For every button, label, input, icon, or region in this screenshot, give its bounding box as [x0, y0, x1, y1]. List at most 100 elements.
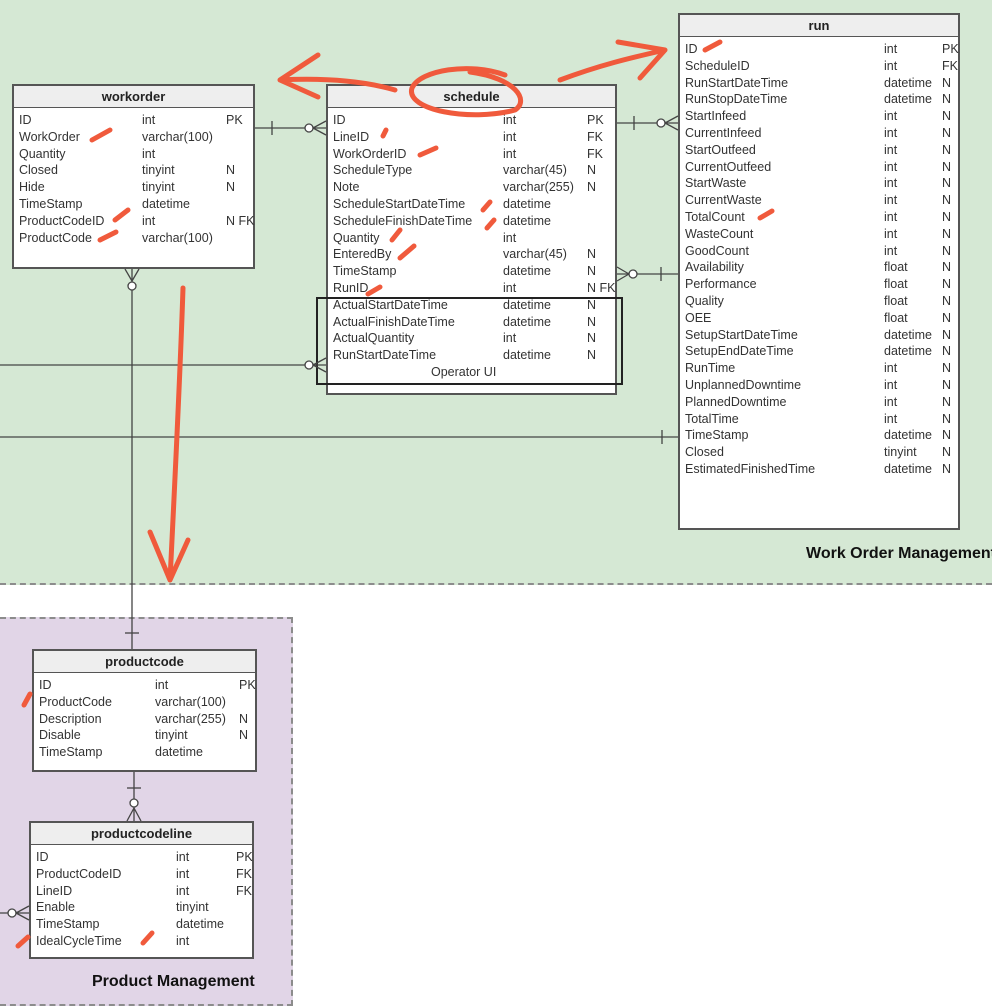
- column-flags: N: [942, 327, 952, 342]
- column-name: StartOutfeed: [685, 142, 756, 157]
- column-name: WorkOrder: [19, 129, 80, 144]
- column-name: SetupStartDateTime: [685, 327, 798, 342]
- column-type: varchar(255): [503, 180, 574, 195]
- column-flags: N: [942, 75, 952, 90]
- entity-title[interactable]: schedule: [328, 86, 615, 108]
- column-flags: FK: [236, 866, 252, 881]
- entity-title[interactable]: productcode: [34, 651, 255, 673]
- column-name: CurrentOutfeed: [685, 159, 772, 174]
- column-flags: N: [942, 176, 952, 191]
- column-flags: N: [587, 264, 597, 279]
- column-name: Availability: [685, 260, 744, 275]
- column-name: TimeStamp: [685, 428, 749, 443]
- column-name: PlannedDowntime: [685, 394, 787, 409]
- column-flags: N: [942, 226, 952, 241]
- entity-title[interactable]: workorder: [14, 86, 253, 108]
- entity-title[interactable]: productcodeline: [31, 823, 252, 845]
- column-type: int: [176, 883, 190, 898]
- column-name: ID: [333, 113, 346, 127]
- column-type: datetime: [142, 196, 190, 211]
- column-type: datetime: [503, 297, 551, 312]
- column-flags: N: [587, 314, 597, 329]
- column-name: ProductCodeID: [19, 213, 105, 228]
- entity-title[interactable]: run: [680, 15, 958, 37]
- column-name: Disable: [39, 728, 81, 743]
- column-type: datetime: [884, 75, 932, 90]
- column-name: ID: [36, 850, 49, 864]
- column-flags: N: [942, 109, 952, 124]
- column-type: int: [155, 678, 169, 692]
- column-name: Quantity: [333, 230, 380, 245]
- column-type: datetime: [884, 461, 932, 476]
- column-flags: N: [587, 180, 597, 195]
- column-flags: PK: [226, 113, 243, 127]
